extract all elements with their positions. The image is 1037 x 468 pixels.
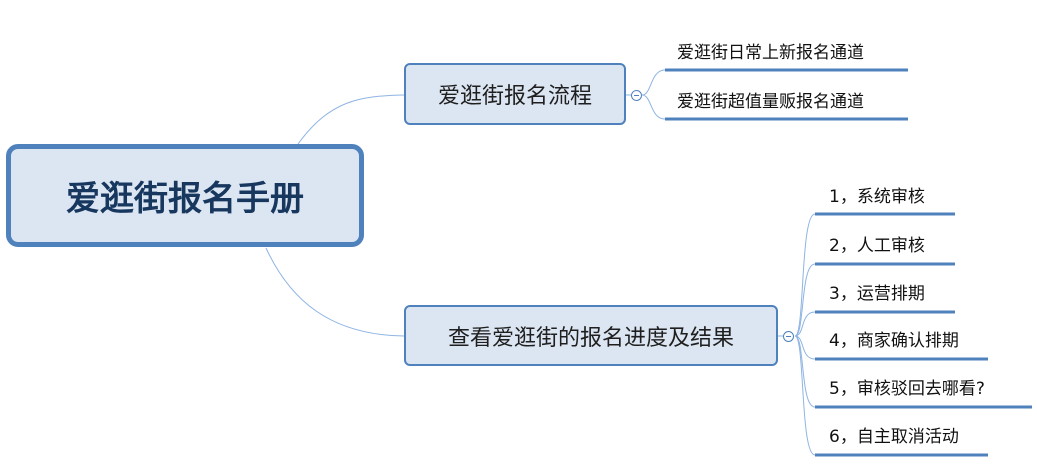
root-topic[interactable]: 爱逛街报名手册	[6, 144, 364, 247]
leaf-topic-label: 爱逛街超值量贩报名通道	[677, 92, 864, 112]
leaf-topic-label: 1，系统审核	[829, 187, 925, 207]
connector-branch2-leaf1	[794, 213, 816, 337]
leaf-topic-label: 4，商家确认排期	[829, 331, 959, 351]
leaf-topic-label: 5，审核驳回去哪看?	[829, 379, 985, 399]
root-topic-label: 爱逛街报名手册	[66, 179, 304, 219]
leaf-topic[interactable]: 6，自主取消活动	[829, 427, 959, 447]
leaf-topic-label: 2，人工审核	[829, 236, 925, 256]
collapse-toggle-icon[interactable]	[783, 331, 794, 342]
leaf-topic-label: 3，运营排期	[829, 284, 925, 304]
branch-topic-progress-results[interactable]: 查看爱逛街的报名进度及结果	[404, 305, 778, 366]
connector-branch2-leaf6	[794, 335, 816, 456]
leaf-topic[interactable]: 5，审核驳回去哪看?	[829, 379, 985, 399]
leaf-topic[interactable]: 爱逛街日常上新报名通道	[677, 43, 864, 63]
leaf-topic-label: 爱逛街日常上新报名通道	[677, 43, 864, 63]
connector-branch1-leaf1	[641, 69, 908, 96]
leaf-topic-label: 6，自主取消活动	[829, 427, 959, 447]
connector-branch2-leaf3	[794, 311, 816, 337]
connector-branch1-leaf2	[641, 94, 908, 120]
branch-topic-signup-process[interactable]: 爱逛街报名流程	[404, 63, 626, 125]
leaf-topic[interactable]: 爱逛街超值量贩报名通道	[677, 92, 864, 112]
branch-topic-label: 查看爱逛街的报名进度及结果	[447, 325, 734, 351]
connector-branch2-leaf5	[794, 335, 816, 408]
connector-root-branch2	[265, 247, 405, 337]
leaf-topic[interactable]: 3，运营排期	[829, 284, 925, 304]
branch-topic-label: 爱逛街报名流程	[437, 84, 592, 109]
connector-root-branch1	[297, 94, 405, 145]
leaf-topic[interactable]: 2，人工审核	[829, 236, 925, 256]
collapse-toggle-icon[interactable]	[631, 90, 642, 101]
leaf-topic[interactable]: 1，系统审核	[829, 187, 925, 207]
connector-branch2-leaf2	[794, 263, 816, 337]
leaf-topic[interactable]: 4，商家确认排期	[829, 331, 959, 351]
